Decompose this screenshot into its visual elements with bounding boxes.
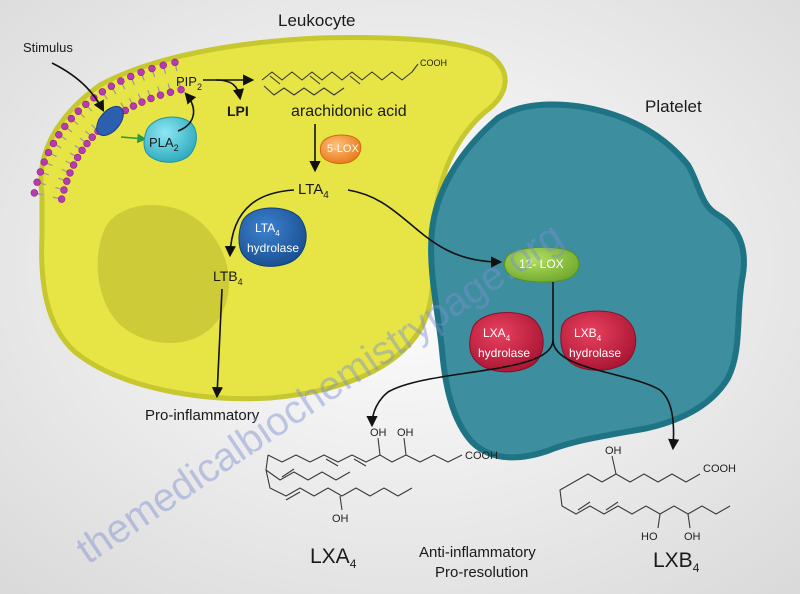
activation-arrow [120, 133, 147, 144]
svg-text:OH: OH [605, 445, 622, 457]
ltb4-label: LTB4 [213, 268, 243, 287]
lxa4-structure: OH OH COOH OH [265, 427, 498, 525]
anti-inflammatory-label: Anti-inflammatory [419, 544, 536, 561]
pip2-to-lpi-arrow [215, 79, 245, 101]
lxa4-hydrolase-label-line2: hydrolase [478, 346, 530, 360]
leukocyte-nucleus [97, 205, 229, 344]
membrane-receptor [96, 105, 124, 137]
5-lox-enzyme [319, 134, 362, 165]
svg-text:COOH: COOH [703, 463, 736, 475]
leukocyte-label: Leukocyte [278, 11, 356, 30]
pla2-to-pip2-arrow [177, 92, 197, 132]
lxa4-hydrolase-label: LXA4 [483, 326, 511, 343]
svg-text:COOH: COOH [420, 58, 447, 68]
lta4-to-12-lox-arrow [347, 189, 503, 268]
12-lox-enzyme [503, 246, 580, 283]
lxb4-hydrolase-label-line2: hydrolase [569, 346, 621, 360]
lxb4-structure: OH COOH HO OH [559, 445, 736, 543]
svg-text:OH: OH [397, 427, 414, 439]
12-lox-to-lxa4-arrow [366, 282, 554, 428]
lta4-label: LTA4 [298, 181, 329, 201]
lta4-to-ltb4-arrow [224, 189, 295, 258]
lxa4-hydrolase-enzyme [469, 312, 544, 373]
lxa4-label: LXA4 [310, 545, 357, 571]
svg-text:OH: OH [332, 513, 349, 525]
svg-text:OH: OH [370, 427, 387, 439]
lxb4-label: LXB4 [653, 549, 700, 575]
lta4-hydrolase-enzyme [238, 207, 307, 267]
lta4-hydrolase-label-line2: hydrolase [247, 241, 299, 255]
pro-resolution-label: Pro-resolution [435, 564, 528, 581]
lxb4-hydrolase-enzyme [560, 310, 637, 371]
pip2-label: PIP2 [176, 74, 202, 92]
arachidonic-acid-structure: COOH [261, 58, 447, 96]
5-lox-label: 5-LOX [327, 143, 359, 155]
platelet-label: Platelet [645, 97, 702, 116]
lxb4-hydrolase-label: LXB4 [574, 326, 602, 343]
ltb4-to-pro-inflammatory-arrow [211, 288, 224, 399]
stimulus-arrow [51, 62, 105, 112]
12-lox-label: 12- LOX [519, 257, 564, 271]
svg-text:COOH: COOH [465, 450, 498, 462]
12-lox-to-lxb4-arrow [552, 339, 680, 451]
lpi-label: LPI [227, 103, 249, 119]
stimulus-label: Stimulus [23, 40, 73, 55]
arachidonic-acid-label: arachidonic acid [291, 103, 407, 120]
pla2-label: PLA2 [149, 135, 179, 153]
cell-membrane [30, 58, 185, 203]
lta4-hydrolase-label: LTA4 [255, 221, 280, 238]
svg-text:OH: OH [684, 531, 701, 543]
pro-inflammatory-label: Pro-inflammatory [145, 407, 260, 424]
svg-text:HO: HO [641, 531, 658, 543]
